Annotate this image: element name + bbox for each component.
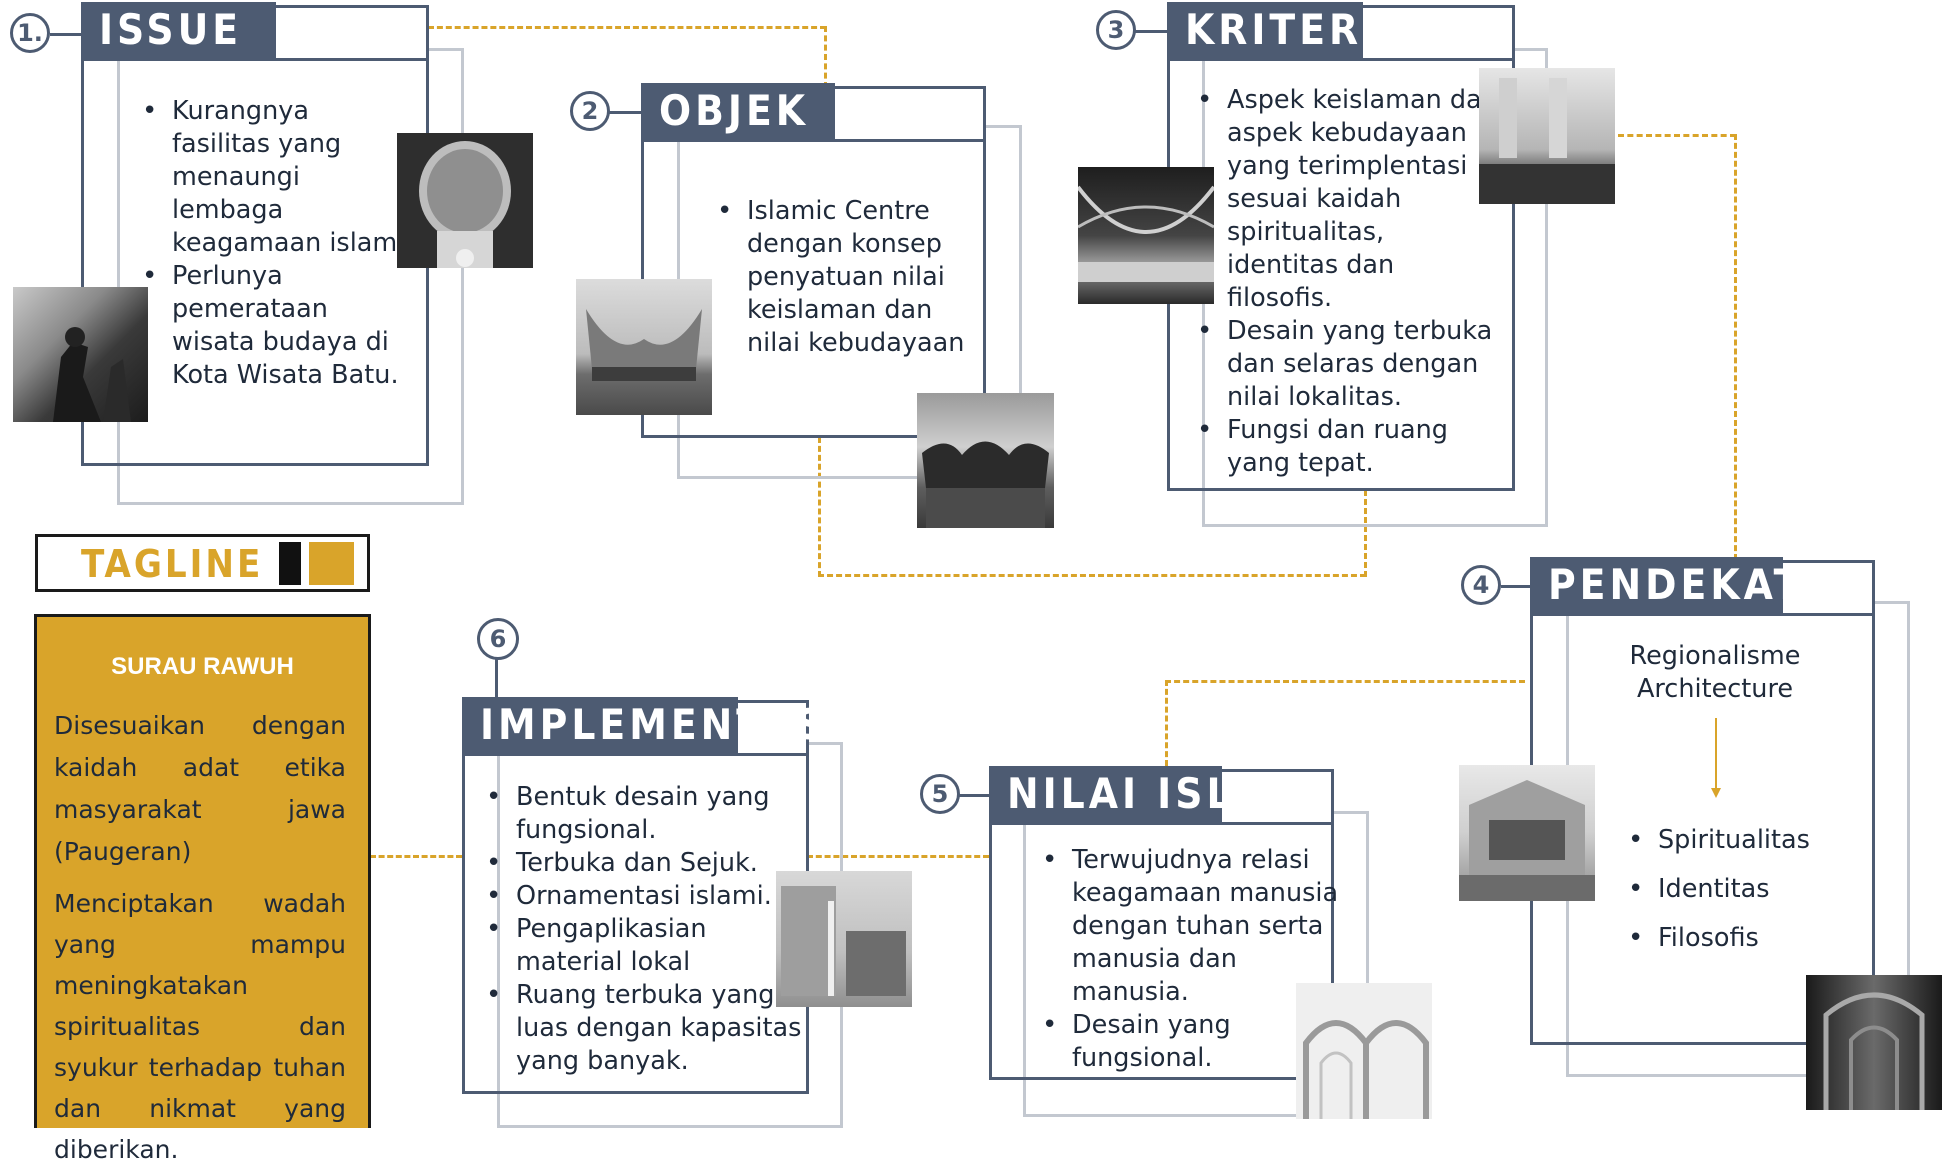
connector-issue-objek: [428, 26, 826, 29]
islamic-centre-photo: [576, 279, 712, 415]
kriteria-number: 3: [1096, 10, 1136, 50]
objek-number: 2: [570, 91, 610, 131]
kriteria-number-link: [1135, 30, 1167, 33]
pendekatan-number: 4: [1461, 565, 1501, 605]
connector-pendekatan-nilai-drop: [1165, 680, 1168, 766]
kriteria-title: KRITERIA: [1167, 2, 1409, 58]
tagline-label: TAGLINE: [81, 542, 264, 586]
list-item: Ornamentasi islami.: [484, 880, 804, 913]
list-item: Islamic Centre dengan konsep penyatuan n…: [715, 195, 975, 360]
issue-title: ISSUE: [81, 2, 276, 58]
nilai-list: Terwujudnya relasi keagamaan manusia den…: [1040, 844, 1340, 1075]
arches-corridor-photo: [1806, 975, 1942, 1110]
issue-number: 1.: [10, 13, 50, 53]
connector-nilai-implementasi: [807, 855, 989, 858]
objek-number-link: [609, 111, 641, 114]
connector-objek-kriteria-rise: [1364, 490, 1367, 577]
list-item: Spiritualitas: [1626, 816, 1846, 865]
issue-list: Kurangnya fasilitas yang menaungi lembag…: [140, 95, 410, 392]
approach-line-1: Regionalisme: [1629, 641, 1801, 671]
tagline-black-block: [279, 542, 301, 585]
connector-pendekatan-nilai: [1165, 680, 1525, 683]
tagline-card: SURAU RAWUH Disesuaikan dengan kaidah ad…: [34, 614, 371, 1164]
nilai-number: 5: [920, 774, 960, 814]
rumah-gadang-photo: [917, 393, 1054, 528]
tagline-heading: SURAU RAWUH: [111, 653, 294, 680]
list-item: Desain yang terbuka dan selaras dengan n…: [1195, 315, 1500, 414]
list-item: Terwujudnya relasi keagamaan manusia den…: [1040, 844, 1340, 1009]
list-item: Filosofis: [1626, 914, 1846, 963]
tagline-label-box: TAGLINE: [35, 534, 370, 592]
nilai-number-link: [959, 794, 989, 797]
implementasi-title: IMPLEMENTASI: [462, 697, 841, 753]
list-item: Pengaplikasian material lokal: [484, 913, 804, 979]
issue-number-link: [50, 33, 82, 36]
stadium-roof-photo: [1078, 167, 1214, 304]
list-item: Bentuk desain yang fungsional.: [484, 781, 804, 847]
nilai-title: NILAI ISLAM: [989, 766, 1305, 822]
list-item: Fungsi dan ruang yang tepat.: [1195, 414, 1500, 480]
wayang-photo: [13, 287, 148, 422]
kriteria-list: Aspek keislaman dan aspek kebudayaan yan…: [1195, 84, 1500, 480]
list-item: Ruang terbuka yang luas dengan kapasitas…: [484, 979, 804, 1078]
pendekatan-list: Spiritualitas Identitas Filosofis: [1626, 816, 1846, 963]
tagline-paragraph-2: Menciptakan wadah yang mampu meningkatak…: [54, 889, 346, 1164]
approach-text: Regionalisme Architecture: [1600, 640, 1830, 706]
mosque-crowd-photo: [1479, 68, 1615, 204]
list-item: Identitas: [1626, 865, 1846, 914]
list-item: Perlunya pemerataan wisata budaya di Kot…: [140, 260, 410, 392]
connector-objek-kriteria: [818, 574, 1366, 577]
objek-list: Islamic Centre dengan konsep penyatuan n…: [715, 195, 975, 360]
mosque-window-photo: [397, 133, 533, 268]
pendekatan-title: PENDEKATAN: [1530, 557, 1865, 613]
approach-line-2: Architecture: [1636, 674, 1794, 704]
list-item: Aspek keislaman dan aspek kebudayaan yan…: [1195, 84, 1500, 315]
list-item: Terbuka dan Sejuk.: [484, 847, 804, 880]
tagline-gold-block: [309, 542, 354, 585]
connector-implementasi-tagline: [370, 855, 462, 858]
pendekatan-number-link: [1501, 585, 1531, 588]
implementasi-number-link: [495, 658, 498, 700]
ornament-arches-photo: [1296, 983, 1432, 1119]
implementasi-number: 6: [477, 618, 519, 660]
connector-kriteria-pendekatan-drop: [1734, 134, 1737, 560]
objek-title: OBJEK: [641, 83, 835, 139]
ornament-facade-photo: [776, 871, 912, 1007]
connector-issue-objek-drop: [824, 26, 827, 88]
list-item: Kurangnya fasilitas yang menaungi lembag…: [140, 95, 410, 260]
implementasi-list: Bentuk desain yang fungsional. Terbuka d…: [484, 781, 804, 1078]
tagline-paragraph-1: Disesuaikan dengan kaidah adat etika mas…: [54, 711, 346, 866]
arrow-down-icon: [1710, 718, 1722, 798]
list-item: Desain yang fungsional.: [1040, 1009, 1340, 1075]
connector-objek-kriteria-drop: [818, 437, 821, 577]
connector-kriteria-pendekatan: [1618, 134, 1736, 137]
modern-building-photo: [1459, 765, 1595, 901]
